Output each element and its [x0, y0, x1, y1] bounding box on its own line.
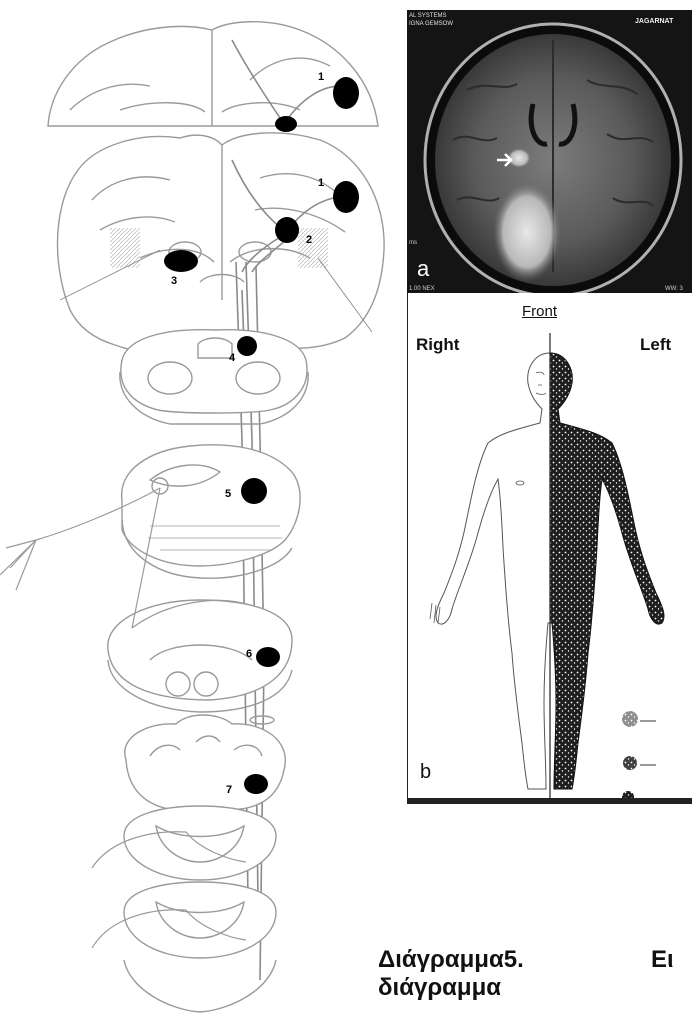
- lesion-3: [164, 250, 198, 272]
- lesion-label: 4: [229, 352, 236, 364]
- body-stippled-left-half: [550, 353, 664, 789]
- neuroanatomy-diagram: 1 1 2 3 4: [0, 0, 392, 1016]
- midbrain-section: [120, 330, 308, 424]
- lesion-5: [241, 478, 267, 504]
- sensory-panel-letter: b: [420, 761, 431, 784]
- lesion-label: 6: [246, 648, 252, 660]
- lesion-2: [275, 217, 299, 243]
- body-diagram: [408, 293, 692, 804]
- lesion-1-top: [333, 77, 359, 109]
- lesion-1: [333, 181, 359, 213]
- sensory-map-panel: Front Right Left: [407, 293, 692, 804]
- mri-nex-text: 1.00 NEX: [409, 286, 435, 292]
- lesion-6: [256, 647, 280, 667]
- legend-swatches: [622, 711, 656, 803]
- lesion-label: 3: [171, 275, 177, 287]
- lesion-label: 2: [306, 234, 312, 246]
- lesion-label: 1: [318, 71, 324, 83]
- hatched-region-right: [298, 228, 328, 268]
- lesion-label: 1: [318, 177, 324, 189]
- lesion-7: [244, 774, 268, 794]
- infarct-hyperintensity: [493, 182, 561, 282]
- mri-panel-letter: a: [417, 256, 429, 282]
- body-outline-right-half: [436, 353, 550, 789]
- caption-word-1: Διάγραμμα5.: [378, 946, 524, 973]
- mri-side-text: ms: [409, 240, 417, 246]
- mri-header-left-1: AL SYSTEMS: [409, 13, 446, 19]
- brain-coronal-section: [58, 133, 385, 352]
- mri-panel: AL SYSTEMS IGNA GEMSOW JAGARNAT ms 1.00 …: [407, 10, 692, 293]
- spinal-cord-section-1: [124, 806, 276, 880]
- mri-header-left-2: IGNA GEMSOW: [409, 21, 453, 27]
- spinal-cord-section-2: [124, 882, 276, 1012]
- caption-word-2: Ει: [651, 946, 674, 974]
- figure-caption: Διάγραμμα5. Ει διάγραμμα: [378, 946, 692, 1002]
- pons-section: [122, 445, 300, 578]
- brain-cropped-top: [48, 22, 378, 126]
- lesion-label: 5: [225, 488, 231, 500]
- mri-header-right: JAGARNAT: [635, 18, 673, 25]
- caption-line-2: διάγραμμα: [378, 974, 692, 1002]
- mri-ww-text: WW: 3: [665, 286, 683, 292]
- lesion-label: 7: [226, 784, 232, 796]
- lesion-4: [237, 336, 257, 356]
